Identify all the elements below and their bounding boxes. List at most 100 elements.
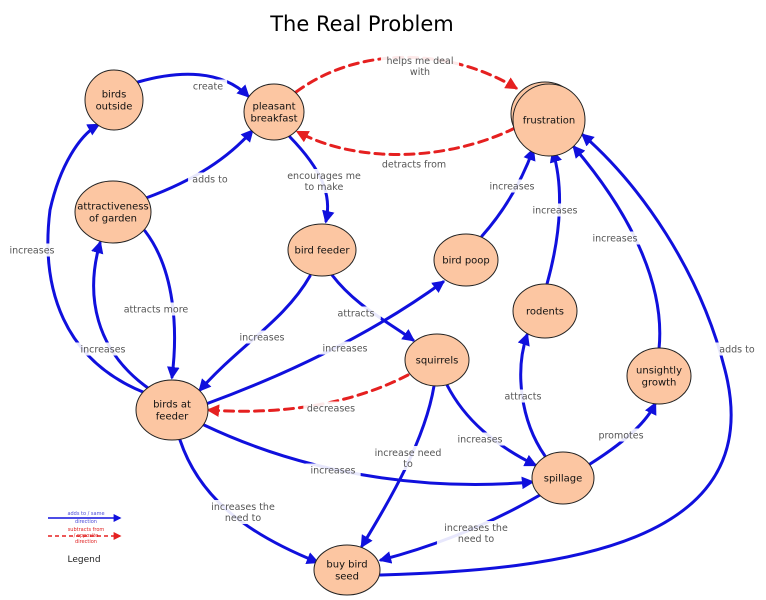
edge-label-text: decreases <box>307 404 355 415</box>
edge-label-rodents-to-frustration: increases <box>527 203 583 217</box>
node-frustration[interactable]: frustration <box>510 81 586 157</box>
edge-label-bg <box>188 172 232 186</box>
edge-label-text: need to <box>225 513 261 524</box>
edge-label-bg <box>436 521 516 545</box>
edge-birds-at-feeder-to-birds-outside <box>46 123 145 394</box>
edge-label-text: adds to <box>192 175 228 186</box>
edge-label-bg <box>303 401 359 415</box>
edge-label-bg <box>452 432 508 446</box>
edge-label-text: increases the <box>444 523 508 534</box>
edge-label-bg <box>484 179 540 193</box>
edge-label-text: with <box>410 67 430 78</box>
edge-label-bird-feeder-to-squirrels: attracts <box>331 306 381 320</box>
legend-negative-text-1: subtracts from <box>68 527 105 533</box>
edge-squirrels-to-spillage <box>445 383 538 467</box>
node-label: of garden <box>89 214 137 225</box>
node-rodents[interactable]: rodents <box>512 283 578 339</box>
legend-negative-text-3: direction <box>75 539 97 545</box>
node-shape <box>74 180 152 244</box>
node-label: feeder <box>156 412 189 423</box>
edge-label-text: increases <box>533 206 578 217</box>
node-shape <box>243 83 305 141</box>
node-shape <box>433 233 499 287</box>
edge-label-bg <box>188 79 228 93</box>
edge-label-text: attracts <box>338 309 375 320</box>
edge-label-bg <box>203 500 283 524</box>
edge-label-bird-poop-to-frustration: increases <box>484 179 540 193</box>
edge-label-text: helps me deal <box>387 56 454 67</box>
edge-label-bg <box>374 157 454 171</box>
edge-label-bg <box>715 342 759 356</box>
legend: adds to / same direction subtracts from … <box>48 511 122 565</box>
edge-label-attractiveness-to-birds-at-feeder: attracts more <box>116 302 196 316</box>
edge-label-bg <box>234 330 290 344</box>
edge-label-text: to <box>403 459 413 470</box>
node-shape <box>531 451 595 505</box>
legend-title: Legend <box>67 555 100 565</box>
legend-positive-text-2: direction <box>75 519 97 525</box>
edge-label-bg <box>527 203 583 217</box>
edge-label-text: increases <box>593 234 638 245</box>
node-label: outside <box>96 102 133 113</box>
edge-label-text: increases the <box>211 502 275 513</box>
node-label: breakfast <box>250 114 297 125</box>
edge-label-bg <box>116 302 196 316</box>
edge-label-bg <box>305 463 361 477</box>
edge-label-birds-at-feeder-to-birds-outside: increases <box>4 243 60 257</box>
edge-label-bg <box>331 306 381 320</box>
edge-label-birds-at-feeder-to-bird-poop: increases <box>317 341 373 355</box>
edge-label-bg <box>587 231 643 245</box>
diagram-title: The Real Problem <box>270 12 454 36</box>
node-label: rodents <box>526 307 564 318</box>
node-bird-feeder[interactable]: bird feeder <box>287 223 357 277</box>
node-label: pleasant <box>252 102 295 113</box>
edge-label-text: increases <box>81 345 126 356</box>
edge-label-text: attracts more <box>124 305 189 316</box>
edge-pleasant-breakfast-to-frustration <box>294 55 519 94</box>
edge-label-bg <box>317 341 373 355</box>
edge-label-text: need to <box>458 534 494 545</box>
edge-label-text: increase need <box>375 448 442 459</box>
edge-label-text: increases <box>240 333 285 344</box>
node-shape <box>84 69 144 131</box>
edge-birds-at-feeder-to-attractiveness <box>91 240 150 390</box>
edge-label-squirrels-to-spillage: increases <box>452 432 508 446</box>
node-shape <box>404 333 470 387</box>
node-shape <box>626 347 692 405</box>
edge-label-bg <box>498 389 548 403</box>
node-bird-poop[interactable]: bird poop <box>433 233 499 287</box>
edge-label-spillage-to-unsightly-growth: promotes <box>596 428 646 442</box>
node-label: seed <box>335 572 359 583</box>
node-squirrels[interactable]: squirrels <box>404 333 470 387</box>
node-label: bird poop <box>442 256 490 267</box>
edge-attractiveness-to-pleasant-breakfast <box>144 129 254 200</box>
edge-birds-at-feeder-to-spillage <box>202 423 535 490</box>
node-label: spillage <box>544 474 583 485</box>
edge-label-text: attracts <box>505 392 542 403</box>
edge-label-buy-bird-seed-to-frustration: adds to <box>715 342 759 356</box>
edge-label-text: increases <box>323 344 368 355</box>
edge-label-bg <box>596 428 646 442</box>
edge-rodents-to-frustration <box>545 149 562 286</box>
node-shape <box>313 544 381 596</box>
edge-frustration-to-pleasant-breakfast <box>295 126 517 156</box>
edge-label-bg <box>380 54 460 78</box>
node-label: growth <box>642 378 677 389</box>
edge-label-text: increases <box>458 435 503 446</box>
edge-label-bg <box>284 169 364 193</box>
node-spillage[interactable]: spillage <box>531 451 595 505</box>
edge-label-unsightly-growth-to-frustration: increases <box>587 231 643 245</box>
